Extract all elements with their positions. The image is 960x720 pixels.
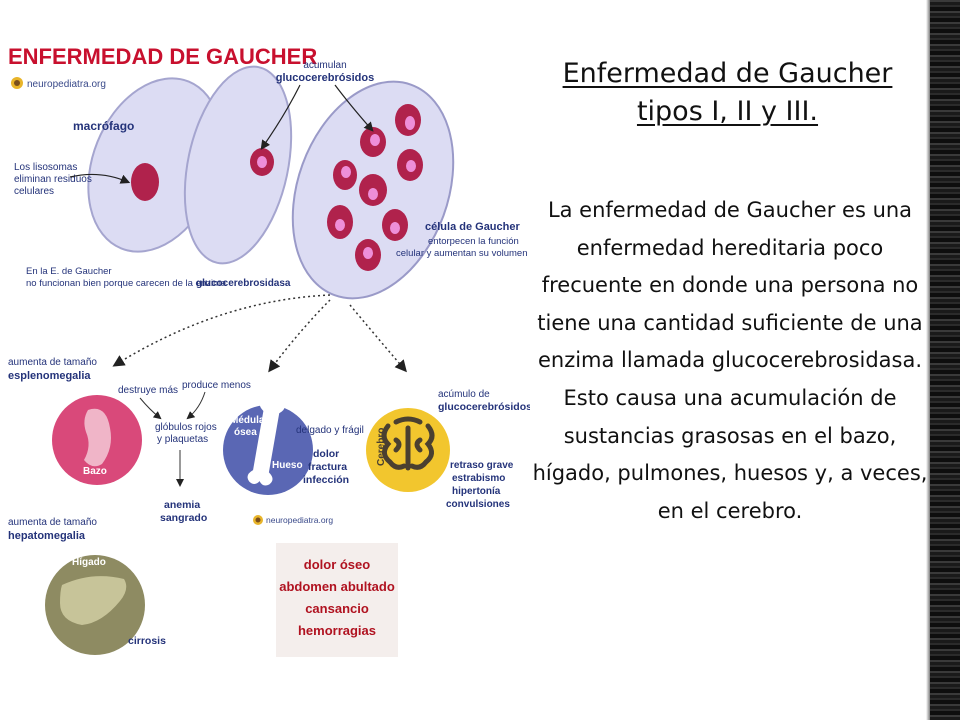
infographic-title: ENFERMEDAD DE GAUCHER bbox=[8, 44, 317, 69]
lysosome-1 bbox=[131, 163, 159, 201]
symptom-hemorrhages: hemorragias bbox=[298, 623, 376, 638]
symptom-swollen-abdomen: abdomen abultado bbox=[279, 579, 395, 594]
label-brain-acc-2: glucocerebrósidos bbox=[438, 401, 530, 413]
label-red-cells-1: glóbulos rojos bbox=[155, 422, 217, 433]
macrophage-cell-2 bbox=[183, 65, 293, 265]
label-thin-fragile: delgado y frágil bbox=[296, 425, 364, 436]
label-accumulate: acumulan bbox=[303, 60, 346, 71]
slide-body-text: La enfermedad de Gaucher es una enfermed… bbox=[532, 198, 928, 523]
label-splenomegaly: esplenomegalia bbox=[8, 370, 91, 382]
label-brain-symptom-3: hipertonía bbox=[452, 486, 501, 497]
slide-title: Enfermedad de Gaucher tipos I, II y III. bbox=[520, 55, 935, 131]
gaucher-infographic: ENFERMEDAD DE GAUCHER neuropediatra.org … bbox=[8, 44, 530, 657]
label-liver: Hígado bbox=[72, 557, 106, 568]
liver-icon bbox=[60, 576, 127, 625]
gaucher-vacuoles bbox=[327, 104, 423, 271]
label-infection: infección bbox=[303, 474, 349, 486]
label-liver-grow: aumenta de tamaño bbox=[8, 517, 97, 528]
label-gaucher-desc-1: entorpecen la función bbox=[428, 236, 519, 247]
label-destroys-more: destruye más bbox=[118, 385, 178, 396]
label-brain: Cerebro bbox=[376, 428, 387, 466]
label-gaucher-cell: célula de Gaucher bbox=[425, 221, 520, 233]
label-produces-less: produce menos bbox=[182, 380, 251, 391]
label-bone: Hueso bbox=[272, 460, 303, 471]
label-brain-symptom-1: retraso grave bbox=[450, 460, 514, 471]
label-glucocerebrosides: glucocerebrósidos bbox=[276, 72, 374, 84]
site-logo bbox=[11, 77, 23, 89]
label-hepatomegaly: hepatomegalia bbox=[8, 530, 86, 542]
label-enzyme-note-2: no funcionan bien porque carecen de la e… bbox=[26, 278, 227, 289]
label-bleeding: sangrado bbox=[160, 512, 207, 524]
label-fracture: fractura bbox=[308, 461, 347, 473]
site-label: neuropediatra.org bbox=[27, 79, 106, 90]
label-spleen: Bazo bbox=[83, 466, 107, 477]
brain-icon bbox=[381, 416, 435, 471]
label-marrow-2: ósea bbox=[234, 427, 257, 438]
label-enzyme-note-1: En la E. de Gaucher bbox=[26, 266, 112, 277]
label-brain-symptom-2: estrabismo bbox=[452, 473, 505, 484]
label-brain-symptom-4: convulsiones bbox=[446, 499, 510, 510]
label-lysosomes-1: Los lisosomas bbox=[14, 162, 77, 173]
spleen-icon bbox=[84, 408, 111, 467]
label-anemia: anemia bbox=[164, 499, 200, 511]
label-cirrhosis: cirrosis bbox=[128, 635, 166, 647]
symptom-bone-pain: dolor óseo bbox=[304, 557, 371, 572]
bone-icon bbox=[247, 397, 285, 486]
symptoms-box bbox=[276, 543, 398, 657]
symptom-fatigue: cansancio bbox=[305, 601, 369, 616]
label-brain-acc-1: acúmulo de bbox=[438, 389, 490, 400]
label-spleen-grow: aumenta de tamaño bbox=[8, 357, 97, 368]
site-logo-small bbox=[253, 515, 263, 525]
site-label-small: neuropediatra.org bbox=[266, 515, 333, 525]
label-macrophage: macrófago bbox=[73, 119, 134, 133]
label-gaucher-desc-2: celular y aumentan su volumen bbox=[396, 248, 528, 259]
label-pain: dolor bbox=[313, 448, 339, 460]
label-enzyme-note-3: glucocerebrosidasa bbox=[196, 278, 291, 289]
label-lysosomes-2: eliminan residuos bbox=[14, 174, 92, 185]
label-marrow-1: Médula bbox=[230, 415, 265, 426]
decorative-border-strip bbox=[926, 0, 960, 720]
slide-title-line-1: Enfermedad de Gaucher bbox=[562, 58, 893, 89]
label-red-cells-2: y plaquetas bbox=[157, 434, 208, 445]
label-lysosomes-3: celulares bbox=[14, 186, 54, 197]
slide-title-line-2: tipos I, II y III. bbox=[636, 96, 819, 127]
